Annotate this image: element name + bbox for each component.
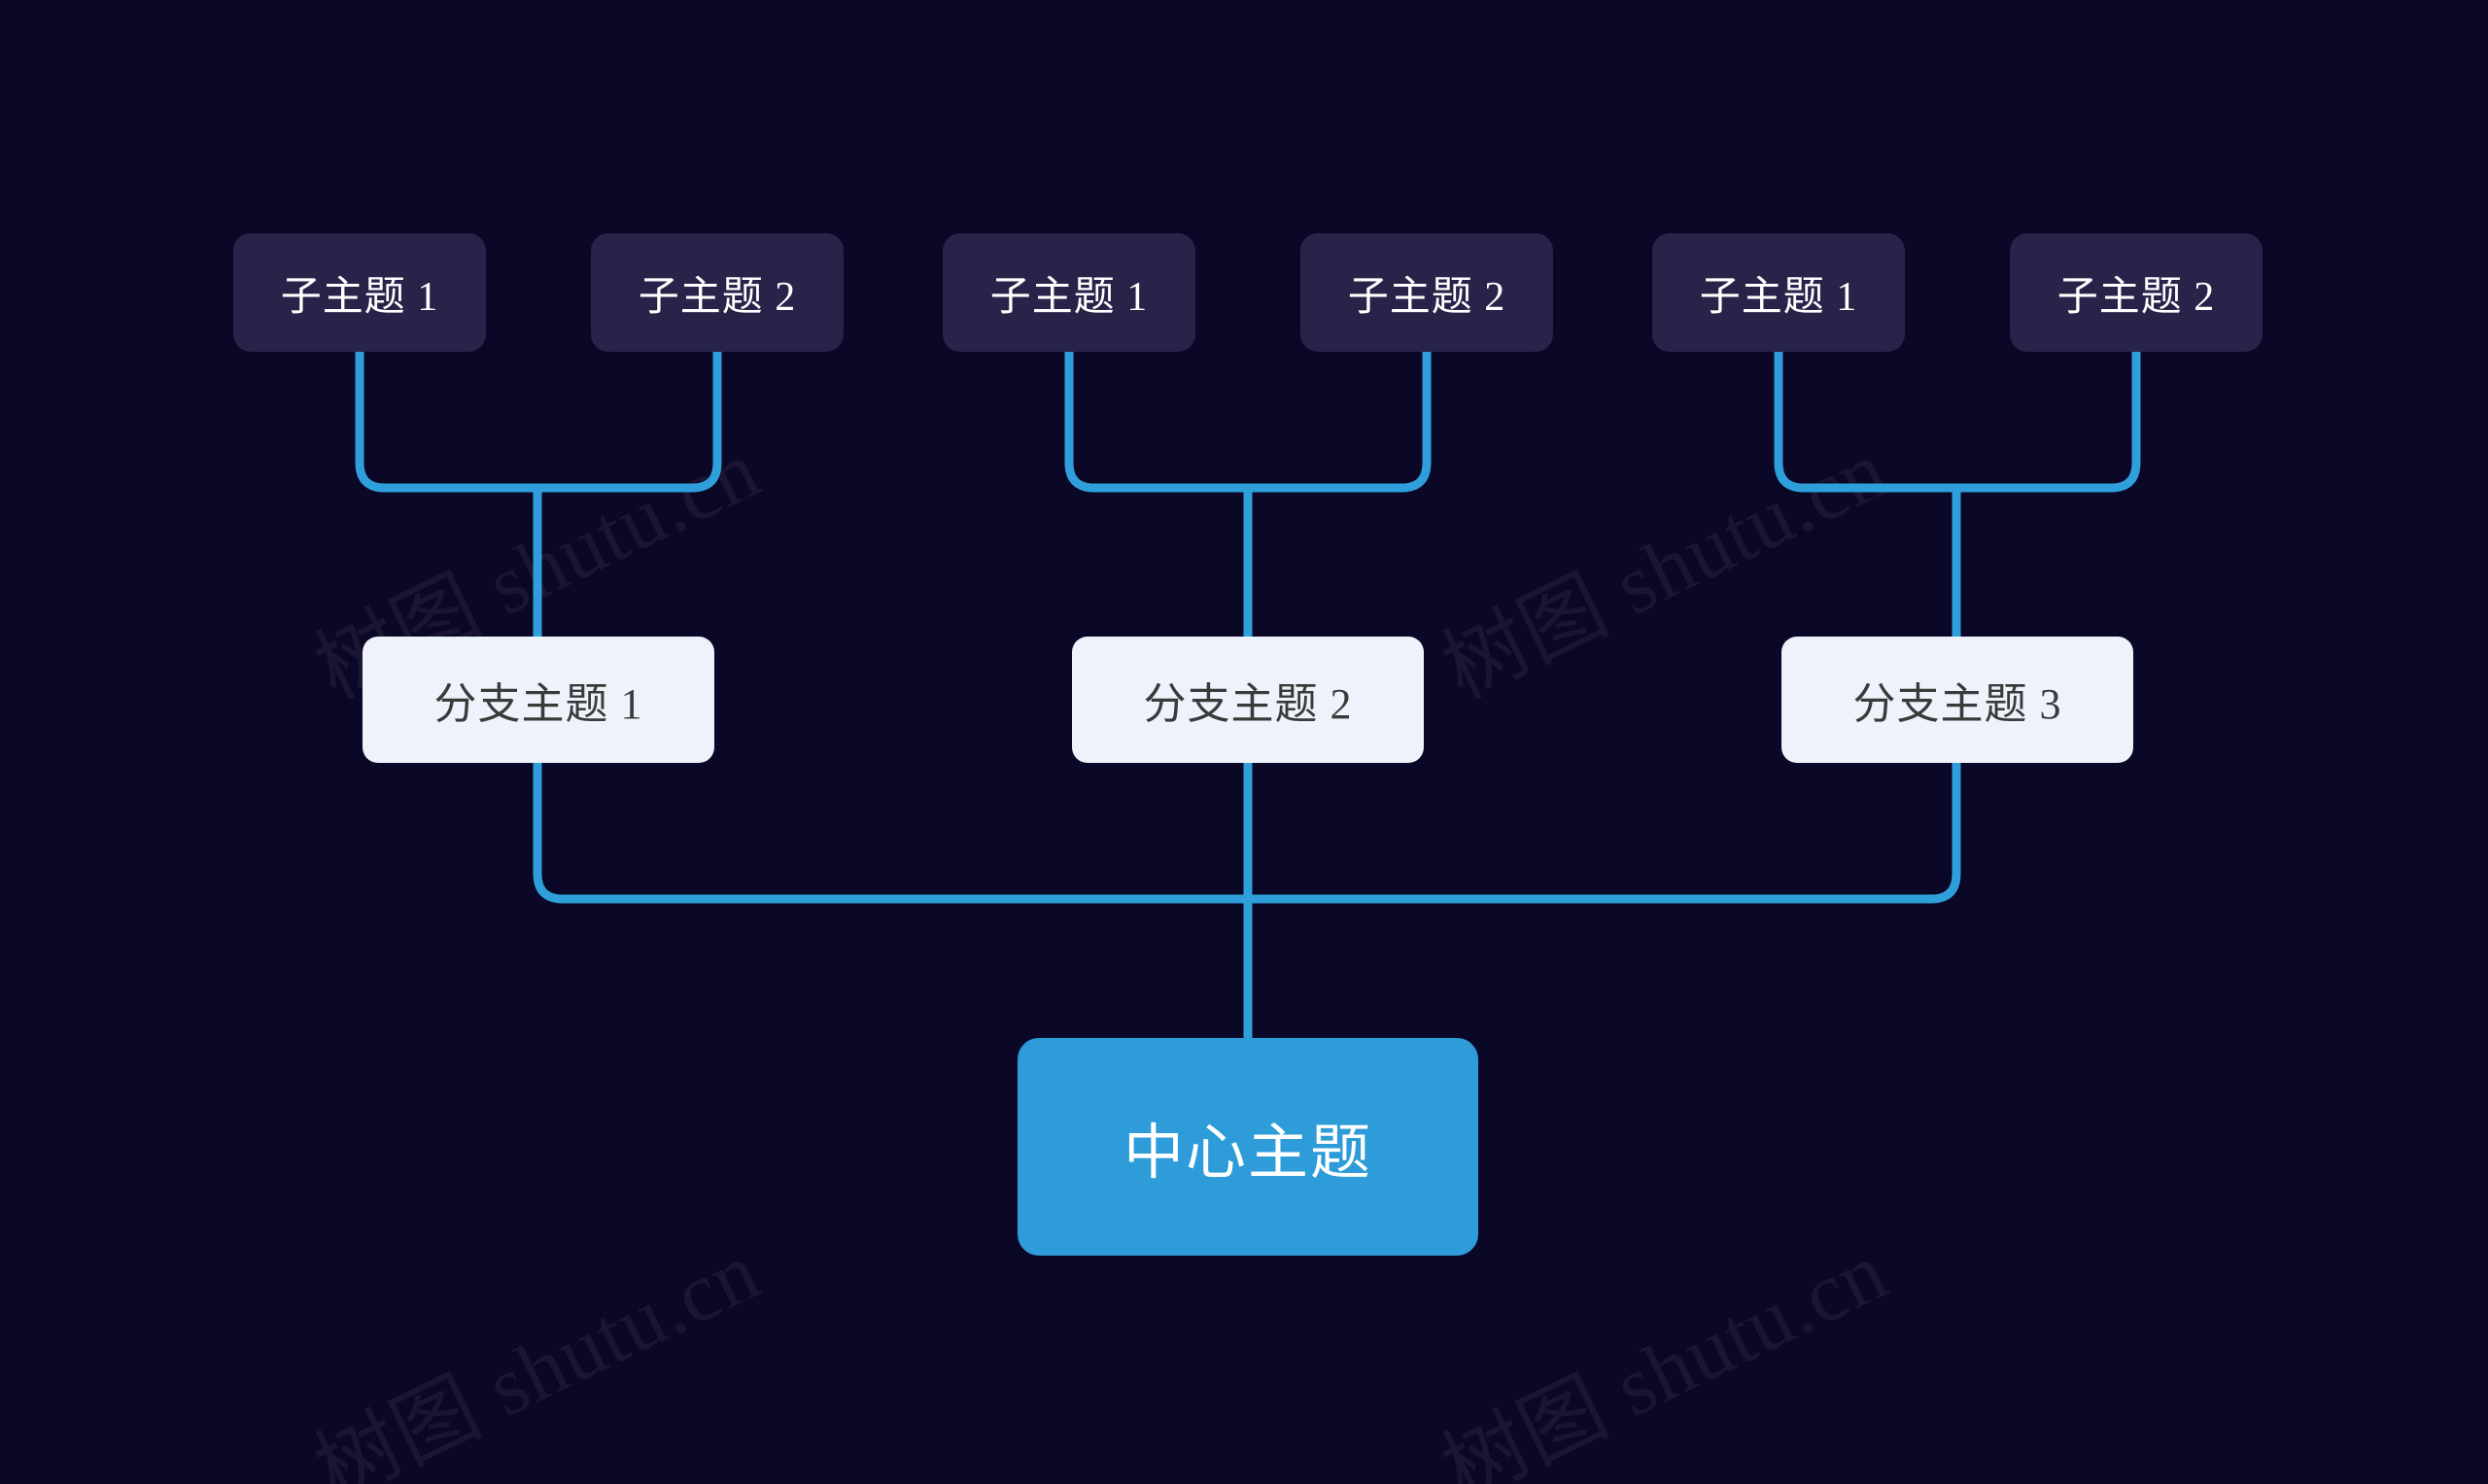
- branch-topic-node[interactable]: 分支主题 2: [1072, 637, 1424, 763]
- subtopic-connector: [2110, 352, 2141, 493]
- watermark-text: 树图 shutu.cn: [301, 1224, 774, 1484]
- subtopic-connector: [1064, 352, 1095, 493]
- branch-connector: [533, 763, 564, 904]
- branch-connector: [1930, 763, 1961, 904]
- subtopic-node[interactable]: 子主题 1: [233, 233, 486, 352]
- watermark-text: 树图 shutu.cn: [1429, 1224, 1901, 1484]
- center-topic-node[interactable]: 中心主题: [1018, 1038, 1478, 1256]
- subtopic-node[interactable]: 子主题 1: [943, 233, 1195, 352]
- subtopic-node[interactable]: 子主题 2: [2010, 233, 2263, 352]
- subtopic-connector: [355, 352, 386, 493]
- subtopic-node[interactable]: 子主题 2: [591, 233, 844, 352]
- branch-topic-node[interactable]: 分支主题 1: [363, 637, 714, 763]
- subtopic-connector: [1774, 352, 1805, 493]
- branch-topic-node[interactable]: 分支主题 3: [1781, 637, 2133, 763]
- subtopic-node[interactable]: 子主题 2: [1300, 233, 1553, 352]
- subtopic-node[interactable]: 子主题 1: [1652, 233, 1905, 352]
- subtopic-connector: [1400, 352, 1432, 493]
- subtopic-connector: [691, 352, 722, 493]
